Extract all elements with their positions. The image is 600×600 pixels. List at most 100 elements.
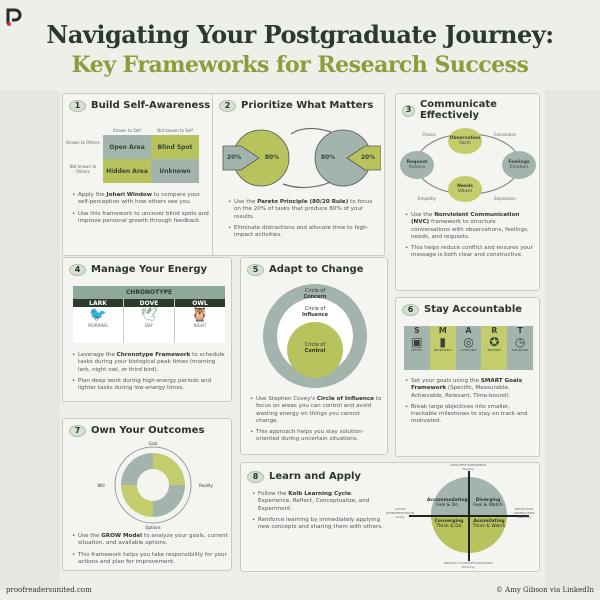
grow-label: Will bbox=[97, 483, 105, 488]
bullet: Use this framework to uncover blind spot… bbox=[71, 211, 211, 226]
chronotype-lark: LARK🐦MORNING bbox=[73, 299, 124, 343]
clock-icon: ◷ bbox=[514, 335, 526, 349]
bullet: Follow the Kolb Learning Cycle: Experien… bbox=[251, 491, 386, 513]
bullet: Use the Nonviolent Communication (NVC) f… bbox=[404, 212, 536, 241]
bullet-list: Leverage the Chronotype Framework to sch… bbox=[71, 352, 229, 396]
smart-relevant: R✪RELEVANT bbox=[481, 326, 508, 370]
johari-blind-spot: Blind Spot bbox=[151, 135, 199, 159]
card-title: Manage Your Energy bbox=[91, 263, 208, 275]
smart-grid: S▣SPECIFIC M▮MEASURABLE A◎ACHIEVABLE R✪R… bbox=[404, 326, 533, 370]
chronotype-header: CHRONOTYPE bbox=[73, 286, 225, 299]
step-number: 3 bbox=[402, 104, 415, 117]
title-line1: Navigating Your Postgraduate Journey: bbox=[46, 20, 554, 49]
bar-chart-icon: ▮ bbox=[439, 335, 446, 349]
pie-label: 80% bbox=[264, 153, 280, 161]
grow-label: Goal bbox=[148, 441, 158, 446]
bullet: This helps reduce conflict and ensures y… bbox=[404, 245, 536, 260]
chronotype-dove: DOVE🕊DAY bbox=[124, 299, 175, 343]
card-accountable: 6 Stay Accountable S▣SPECIFIC M▮MEASURABL… bbox=[395, 297, 540, 457]
bullet-list: Use Stephen Covey's Circle of Influence … bbox=[249, 396, 384, 448]
card-title: Learn and Apply bbox=[269, 470, 361, 482]
circle-of-control bbox=[287, 322, 343, 378]
smart-achievable: A◎ACHIEVABLE bbox=[455, 326, 482, 370]
card-learn: 8 Learn and Apply Follow the Kolb Learnin… bbox=[240, 462, 540, 572]
bullet-list: Apply the Johari Window to compare your … bbox=[71, 192, 211, 229]
johari-col-label: Not known to Self bbox=[157, 128, 193, 133]
grow-segment-will bbox=[121, 453, 153, 485]
bullet: Eliminate distractions and allocate time… bbox=[227, 225, 377, 240]
pie-label: 20% bbox=[226, 153, 242, 161]
step-number: 4 bbox=[69, 264, 86, 276]
bullet-list: Set your goals using the SMART Goals Fra… bbox=[404, 378, 536, 430]
card-prioritize: 2 Prioritize What Matters 20% 80% 80% 20%… bbox=[212, 93, 385, 256]
chronotype-table: LARK🐦MORNING DOVE🕊DAY OWL🦉NIGHT bbox=[73, 299, 225, 343]
bullet: Set your goals using the SMART Goals Fra… bbox=[404, 378, 536, 400]
step-number: 8 bbox=[247, 471, 264, 483]
pie-label: 80% bbox=[320, 153, 336, 161]
bullet-list: Use the Nonviolent Communication (NVC) f… bbox=[404, 212, 536, 264]
card-title: Own Your Outcomes bbox=[91, 424, 205, 436]
title-line2: Key Frameworks for Research Success bbox=[71, 52, 529, 78]
kolb-axis bbox=[409, 515, 529, 517]
dove-icon: 🕊 bbox=[140, 307, 158, 323]
bullet: This approach helps you stay solution-or… bbox=[249, 429, 384, 444]
bullet: Break large objectives into smaller, tra… bbox=[404, 404, 536, 426]
bullet: This framework helps you take responsibi… bbox=[71, 552, 231, 567]
star-icon: ✪ bbox=[489, 335, 500, 349]
arrow-label: Expression bbox=[494, 196, 516, 201]
grow-segment-goal bbox=[153, 453, 185, 485]
step-number: 2 bbox=[219, 100, 236, 112]
step-number: 1 bbox=[69, 100, 86, 112]
bullet: Leverage the Chronotype Framework to sch… bbox=[71, 352, 229, 374]
bullet: Use the Pareto Principle (80/20 Rule) to… bbox=[227, 199, 377, 221]
johari-row-label: Known to Others bbox=[66, 140, 100, 145]
step-number: 7 bbox=[69, 425, 86, 437]
grow-label: Options bbox=[145, 525, 161, 530]
smart-measurable: M▮MEASURABLE bbox=[429, 326, 456, 370]
footer-website: proofreadersunited.com bbox=[6, 586, 92, 594]
johari-col-label: Known to Self bbox=[113, 128, 141, 133]
footer-credit: © Amy Gibson via LinkedIn bbox=[495, 586, 594, 594]
grow-wheel bbox=[114, 446, 192, 524]
bullet-list: Use the GROW Model to analyze your goals… bbox=[71, 533, 231, 570]
bullet-list: Use the Pareto Principle (80/20 Rule) to… bbox=[227, 199, 377, 243]
owl-icon: 🦉 bbox=[191, 307, 209, 323]
johari-row-label: Not known to Others bbox=[69, 164, 97, 174]
pie-label: 20% bbox=[360, 153, 376, 161]
card-title: Prioritize What Matters bbox=[241, 99, 374, 111]
arrow-label: Connection bbox=[493, 132, 517, 137]
bullet: Reinforce learning by immediately applyi… bbox=[251, 517, 386, 532]
chronotype-owl: OWL🦉NIGHT bbox=[175, 299, 225, 343]
bullet: Use Stephen Covey's Circle of Influence … bbox=[249, 396, 384, 425]
step-number: 5 bbox=[247, 264, 264, 276]
card-self-awareness: 1 Build Self-Awareness Known to Self Not … bbox=[62, 93, 220, 256]
johari-hidden-area: Hidden Area bbox=[103, 159, 151, 183]
arrow-label: Empathy bbox=[418, 196, 436, 201]
step-number: 6 bbox=[402, 304, 419, 316]
background-texture bbox=[545, 90, 600, 590]
grow-label: Reality bbox=[199, 483, 213, 488]
card-title: Stay Accountable bbox=[424, 303, 523, 315]
presenter-icon: ▣ bbox=[411, 335, 423, 349]
pareto-diagram bbox=[222, 127, 381, 189]
bullet: Plan deep work during high-energy period… bbox=[71, 378, 229, 393]
card-title: Build Self-Awareness bbox=[91, 99, 211, 111]
bullet: Apply the Johari Window to compare your … bbox=[71, 192, 211, 207]
bird-icon: 🐦 bbox=[89, 307, 107, 323]
card-title: Communicate Effectively bbox=[419, 99, 497, 121]
slice-20 bbox=[222, 145, 260, 171]
johari-unknown: Unknown bbox=[151, 159, 199, 183]
card-title: Adapt to Change bbox=[269, 263, 364, 275]
card-energy: 4 Manage Your Energy CHRONOTYPE LARK🐦MORN… bbox=[62, 257, 232, 402]
target-icon: ◎ bbox=[463, 335, 474, 349]
johari-open-area: Open Area bbox=[103, 135, 151, 159]
smart-time-bound: T◷TIME-BOUND bbox=[507, 326, 533, 370]
grow-segment-reality bbox=[153, 485, 185, 517]
